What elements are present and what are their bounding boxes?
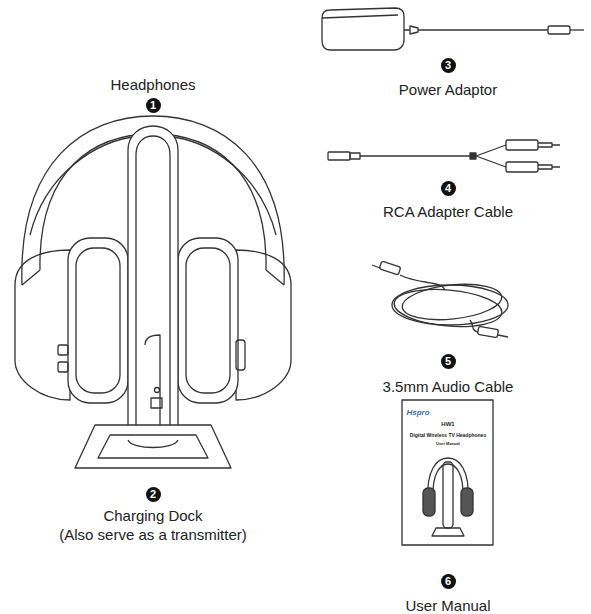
callout-number: 2 [146,487,161,502]
manual-cover-text: HW1 [441,421,454,428]
manual-cover-text: Digital Wireless TV Headphones [410,432,486,438]
part-label: RCA Adapter Cable [383,203,513,221]
part-label: Headphones [110,76,195,94]
part-label: User Manual [405,597,490,614]
part-label: (Also serve as a transmitter) [59,526,247,544]
part-label: 3.5mm Audio Cable [383,378,514,396]
audio-cable-drawing [372,261,508,338]
callout-number: 4 [441,181,456,196]
callout-number: 1 [146,98,161,113]
charging-dock-drawing [75,126,231,468]
callout-number: 5 [441,354,456,369]
manual-cover-text: User Manual [436,441,460,446]
part-label: Charging Dock [103,507,202,525]
manual-cover-text: Hspro [406,408,429,418]
rca-cable-drawing [328,140,560,172]
power-adaptor-drawing [322,8,584,50]
callout-number: 6 [441,574,456,589]
callout-number: 3 [441,58,456,73]
part-label: Power Adaptor [399,81,497,99]
user-manual-drawing [402,400,493,545]
